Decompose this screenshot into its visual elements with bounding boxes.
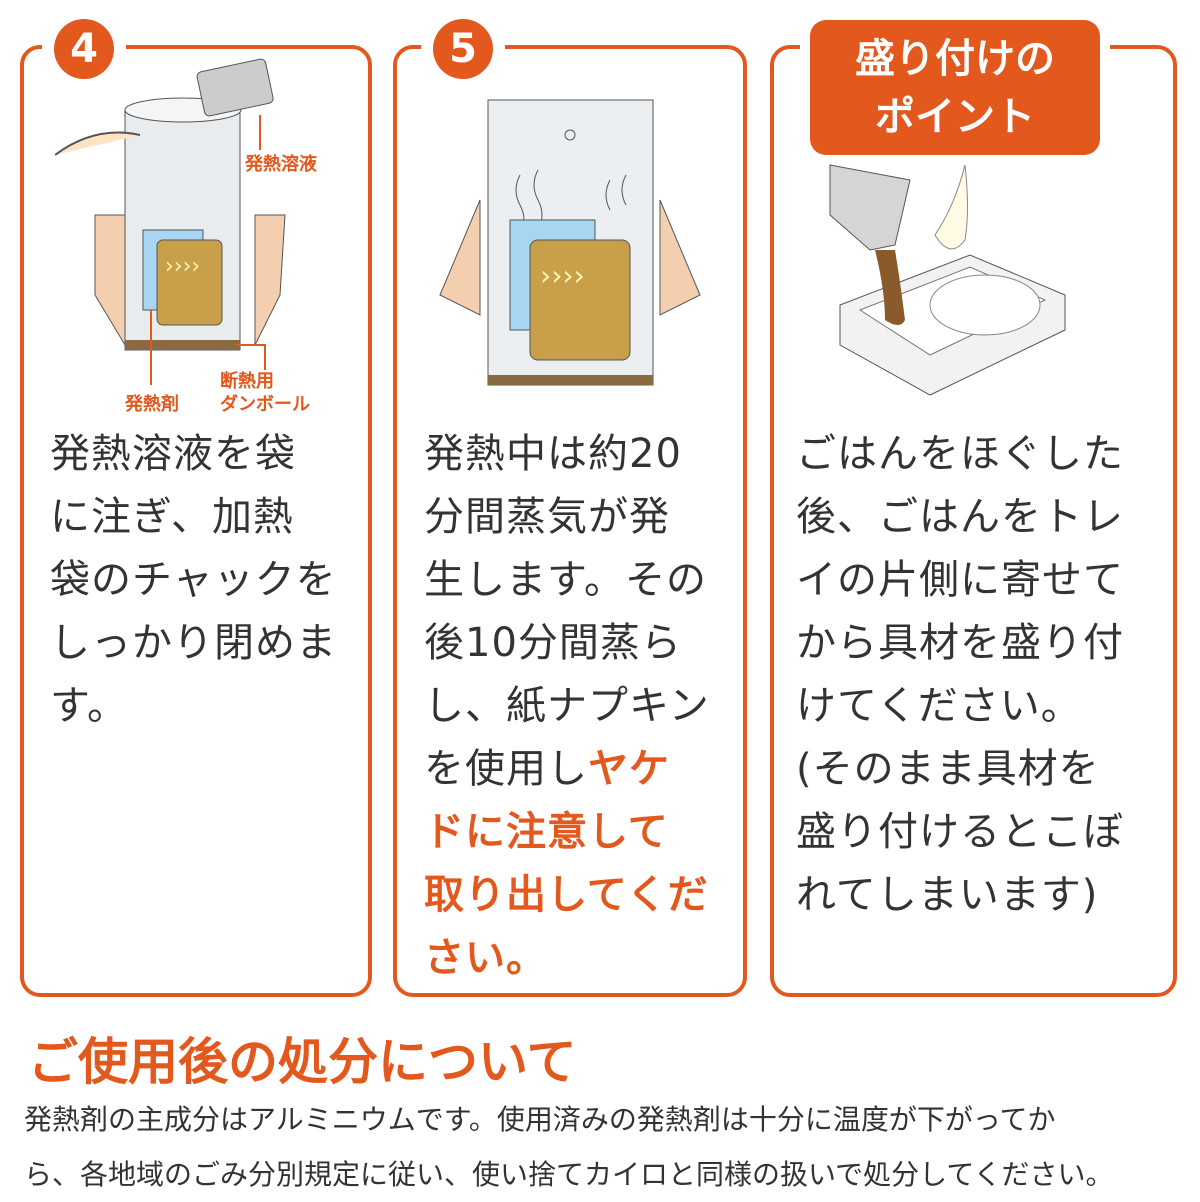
step-5-instructions: 発熱中は約20 分間蒸気が発 生します。その 後10分間蒸ら し、紙ナプキン を… — [424, 423, 710, 990]
instruction-line: 後、ごはんをトレ — [796, 494, 1124, 540]
box-label-line1: 断熱用 — [220, 370, 274, 392]
instruction-line: 盛り付けるとこぼ — [796, 809, 1124, 855]
heater-label: 発熱剤 — [124, 393, 179, 415]
step-number-badge: 5 — [433, 19, 493, 79]
instruction-line: イの片側に寄せて — [796, 557, 1124, 603]
burn-warning-text: ドに注意して — [424, 809, 669, 855]
instruction-line: れてしまいます) — [796, 872, 1099, 918]
step-4-instructions: 発熱溶液を袋 に注ぎ、加熱 袋のチャックを しっかり閉めま す。 — [50, 423, 337, 738]
instruction-line: 発熱中は約20 — [424, 431, 682, 477]
serving-tips-title: 盛り付けの ポイント — [810, 20, 1100, 155]
pour-solution-illustration: ›››› 発熱溶液 発熱剤 断熱用 ダンボール — [55, 58, 318, 415]
instruction-line: 発熱溶液を袋 — [50, 431, 296, 477]
box-label-line2: ダンボール — [220, 393, 310, 415]
disposal-text: 発熱剤の主成分はアルミニウムです。使用済みの発熱剤は十分に温度が下がってか ら、… — [24, 1092, 1194, 1202]
serving-tips-instructions: ごはんをほぐした 後、ごはんをトレ イの片側に寄せて から具材を盛り付 けてくだ… — [796, 423, 1124, 927]
serving-tray-illustration — [829, 164, 1066, 396]
disposal-title: ご使用後の処分について — [28, 1033, 577, 1091]
disposal-line: 発熱剤の主成分はアルミニウムです。使用済みの発熱剤は十分に温度が下がってか — [24, 1103, 1056, 1136]
instruction-text: を使用し — [424, 746, 588, 792]
title-line: ポイント — [875, 94, 1035, 140]
burn-warning-text: ヤケ — [588, 746, 670, 792]
steaming-bag-illustration: ›››› — [439, 99, 701, 386]
instruction-line: を使用しヤケ — [424, 738, 710, 801]
instruction-line: ごはんをほぐした — [796, 431, 1124, 477]
instruction-line: から具材を盛り付 — [796, 620, 1124, 666]
instruction-line: 袋のチャックを — [50, 557, 337, 603]
instruction-line: 分間蒸気が発 — [424, 494, 670, 540]
instruction-line: けてください。 — [796, 683, 1082, 729]
instruction-line: し、紙ナプキン — [424, 683, 710, 729]
svg-text:››››: ›››› — [540, 259, 585, 292]
instruction-line: (そのまま具材を — [796, 746, 1100, 792]
instruction-line: 後10分間蒸ら — [424, 620, 682, 666]
instruction-line: 生します。その — [424, 557, 707, 603]
instruction-line: す。 — [50, 683, 128, 729]
solution-label: 発熱溶液 — [244, 153, 318, 175]
title-line: 盛り付けの — [855, 36, 1055, 82]
disposal-line: ら、各地域のごみ分別規定に従い、使い捨てカイロと同様の扱いで処分してください。 — [24, 1158, 1114, 1191]
burn-warning-text: 取り出してくだ — [424, 872, 709, 918]
step-number-badge: 4 — [54, 19, 114, 79]
burn-warning-text: さい。 — [424, 935, 547, 981]
instruction-line: に注ぎ、加熱 — [50, 494, 294, 540]
instruction-line: しっかり閉めま — [50, 620, 337, 666]
svg-text:››››: ›››› — [165, 254, 200, 279]
